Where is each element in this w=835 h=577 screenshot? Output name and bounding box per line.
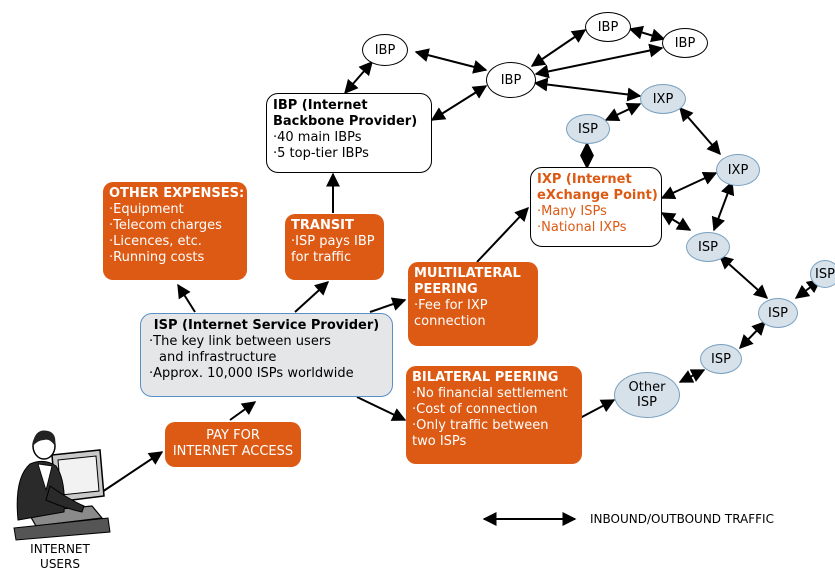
internet-users-line: USERS bbox=[40, 557, 80, 571]
ibp-main-box: IBP (Internet Backbone Provider) ·40 mai… bbox=[266, 93, 432, 173]
pay-for-access-line: INTERNET ACCESS bbox=[172, 444, 294, 459]
pay-for-access-box: PAY FOR INTERNET ACCESS bbox=[165, 422, 301, 467]
ibp-node: IBP bbox=[486, 62, 536, 98]
ixp-main-title: IXP (Internet bbox=[537, 172, 632, 187]
arrow-pay-to-isp bbox=[229, 401, 257, 421]
link-isp2-isp3 bbox=[718, 255, 769, 299]
bilateral-item: two ISPs bbox=[412, 434, 467, 449]
ixp-node-label: IXP bbox=[652, 91, 674, 107]
ibp-node-label: IBP bbox=[597, 19, 619, 35]
ixp-main-item: ·Many ISPs bbox=[537, 204, 607, 219]
link-isp1-ixp1 bbox=[604, 103, 642, 121]
link-isp5-other-isp bbox=[678, 369, 706, 383]
ixp-main-box: IXP (Internet eXchange Point) ·Many ISPs… bbox=[530, 167, 662, 247]
bilateral-peering-box: BILATERAL PEERING ·No financial settleme… bbox=[406, 366, 582, 464]
ibp-node-label: IBP bbox=[674, 35, 696, 51]
isp-main-item: ·The key link between users bbox=[149, 334, 331, 349]
link-isp3-isp5 bbox=[739, 320, 766, 350]
ixp-node-label: IXP bbox=[727, 162, 749, 178]
multilateral-item: connection bbox=[414, 314, 486, 329]
ixp-main-title: eXchange Point) bbox=[537, 188, 658, 203]
link-ixp2-isp2 bbox=[711, 180, 735, 232]
isp-node: ISP bbox=[686, 232, 730, 262]
ibp-main-title: IBP (Internet bbox=[273, 98, 368, 113]
ibp-node-label: IBP bbox=[374, 42, 396, 58]
ibp-node-label: IBP bbox=[500, 72, 522, 88]
other-expenses-item: ·Licences, etc. bbox=[109, 234, 202, 249]
ibp-main-title: Backbone Provider) bbox=[273, 114, 418, 129]
transit-line: ·ISP pays IBP bbox=[291, 234, 375, 249]
bilateral-title: BILATERAL PEERING bbox=[412, 370, 559, 385]
arrow-user-to-pay bbox=[101, 451, 164, 493]
ibp-node: IBP bbox=[585, 12, 631, 42]
internet-users-line: INTERNET bbox=[30, 542, 90, 556]
link-ixp1-ixp2 bbox=[679, 106, 721, 156]
isp-node-label: ISP bbox=[768, 305, 788, 321]
isp-node-label: ISP bbox=[698, 239, 718, 255]
ibp-main-item: ·5 top-tier IBPs bbox=[273, 146, 369, 161]
link-ibp-hub-ixp1 bbox=[533, 77, 642, 102]
transit-title: TRANSIT bbox=[291, 218, 354, 233]
other-expenses-item: ·Equipment bbox=[109, 202, 184, 217]
bilateral-item: ·Only traffic between bbox=[412, 418, 549, 433]
link-ibp-main-ibp-hub bbox=[430, 85, 488, 121]
link-ixp-main-isp2 bbox=[660, 212, 692, 231]
ixp-main-item: ·National IXPs bbox=[537, 220, 627, 235]
isp-main-box: ISP (Internet Service Provider) ·The key… bbox=[140, 313, 393, 397]
arrow-isp-to-multilateral bbox=[369, 297, 407, 313]
other-expenses-box: OTHER EXPENSES: ·Equipment ·Telecom char… bbox=[103, 182, 247, 280]
bilateral-item: ·No financial settlement bbox=[412, 386, 568, 401]
arrow-isp-to-expenses bbox=[177, 283, 196, 313]
isp-node-label: ISP bbox=[815, 266, 835, 282]
link-ibp-hub-ibp3 bbox=[534, 43, 664, 79]
isp-node: ISP bbox=[566, 114, 610, 144]
legend-text: INBOUND/OUTBOUND TRAFFIC bbox=[590, 512, 774, 526]
internet-users-label: INTERNET USERS bbox=[20, 542, 100, 572]
ibp-node: IBP bbox=[662, 28, 708, 58]
other-isp-label: Other bbox=[628, 380, 666, 395]
link-ibp2-ibp3 bbox=[628, 25, 666, 43]
arrow-bilateral-to-other-isp bbox=[579, 399, 616, 419]
pay-for-access-line: PAY FOR bbox=[206, 428, 260, 443]
isp-main-item: ·Approx. 10,000 ISPs worldwide bbox=[149, 366, 354, 381]
arrow-multilateral-to-ixp bbox=[476, 206, 529, 263]
arrow-isp-to-transit bbox=[294, 281, 330, 313]
ibp-main-item: ·40 main IBPs bbox=[273, 130, 362, 145]
isp-node-label: ISP bbox=[578, 121, 598, 137]
isp-node: ISP bbox=[758, 298, 798, 328]
other-expenses-title: OTHER EXPENSES: bbox=[109, 186, 245, 201]
person-at-computer-icon bbox=[13, 430, 111, 541]
other-isp-node: Other ISP bbox=[614, 372, 680, 418]
other-expenses-item: ·Telecom charges bbox=[109, 218, 222, 233]
ibp-node: IBP bbox=[362, 34, 408, 66]
multilateral-title: MULTILATERAL bbox=[414, 266, 521, 281]
other-isp-label: ISP bbox=[637, 395, 657, 410]
link-ixp-main-ixp2 bbox=[660, 171, 718, 200]
isp-node: ISP bbox=[700, 344, 742, 374]
legend-label: INBOUND/OUTBOUND TRAFFIC bbox=[590, 512, 774, 527]
isp-node-label: ISP bbox=[711, 351, 731, 367]
arrow-isp-to-bilateral bbox=[356, 396, 407, 421]
multilateral-peering-box: MULTILATERAL PEERING ·Fee for IXP connec… bbox=[408, 262, 538, 346]
ixp-node: IXP bbox=[640, 84, 686, 114]
transit-line: for traffic bbox=[291, 250, 352, 265]
bilateral-item: ·Cost of connection bbox=[412, 402, 538, 417]
link-ibp-main-ibp1 bbox=[344, 60, 373, 95]
multilateral-item: ·Fee for IXP bbox=[414, 298, 488, 313]
isp-main-item: and infrastructure bbox=[159, 350, 277, 365]
link-ibp1-ibp-hub bbox=[414, 48, 488, 74]
isp-node: ISP bbox=[810, 260, 835, 288]
other-expenses-item: ·Running costs bbox=[109, 250, 205, 265]
isp-main-title: ISP (Internet Service Provider) bbox=[153, 318, 380, 333]
transit-box: TRANSIT ·ISP pays IBP for traffic bbox=[285, 214, 384, 280]
multilateral-title: PEERING bbox=[414, 282, 478, 297]
ixp-node: IXP bbox=[716, 154, 760, 186]
